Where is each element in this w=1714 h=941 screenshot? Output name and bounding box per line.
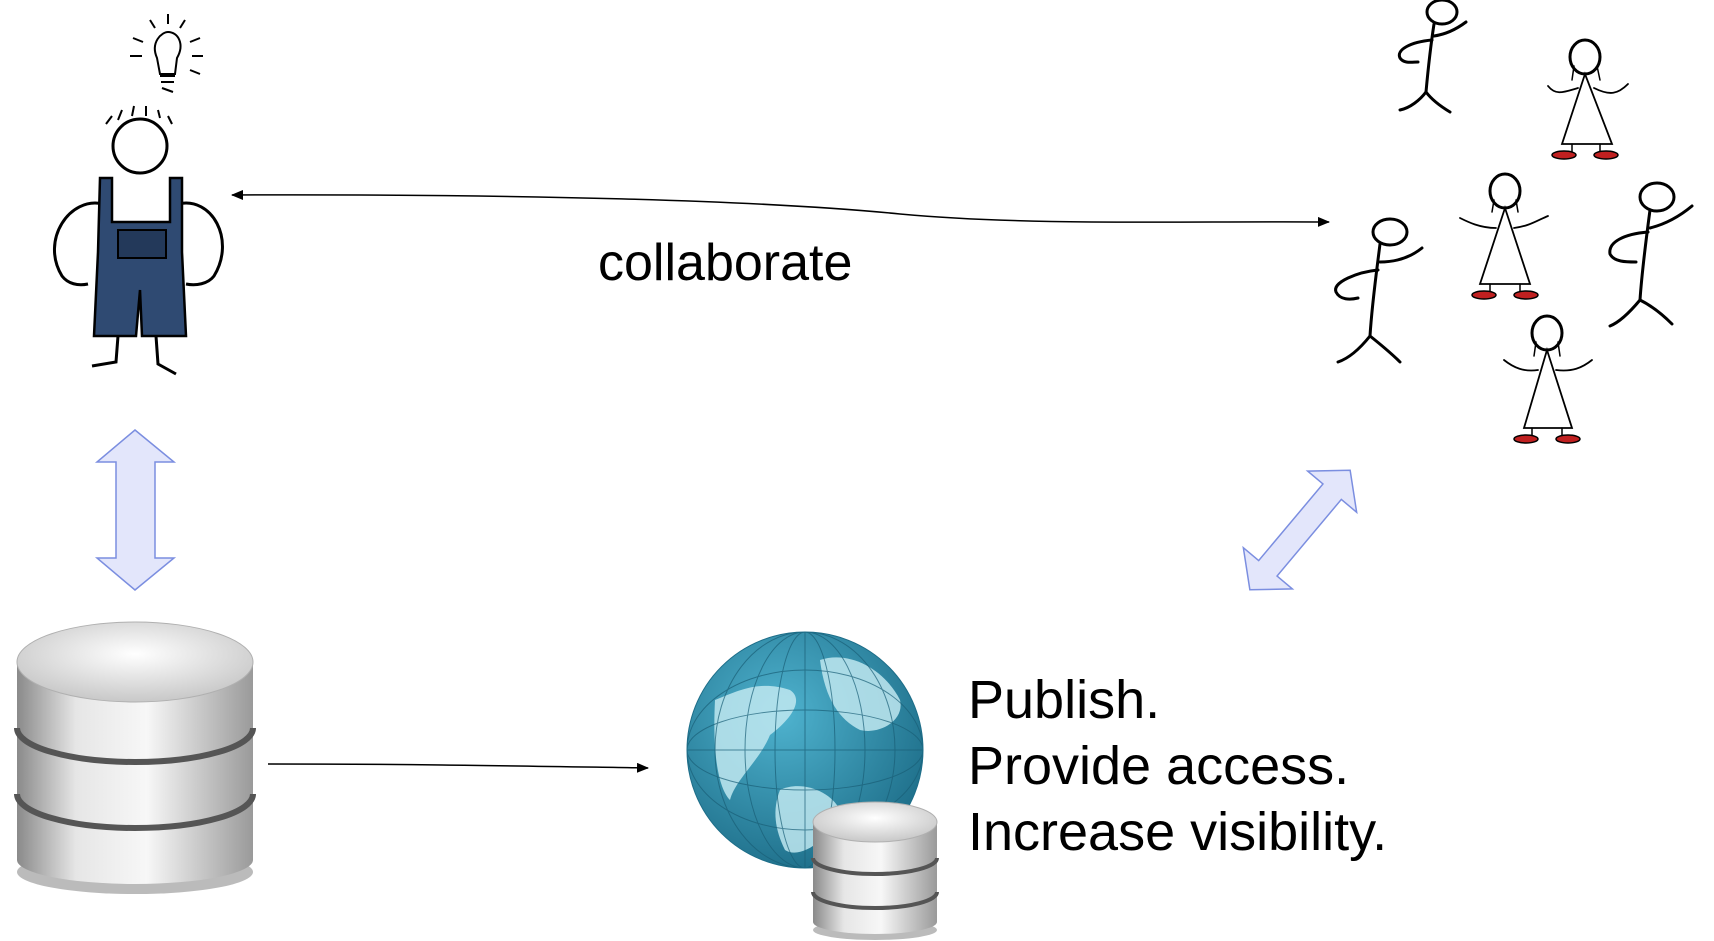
- collaborate-arrow: [231, 189, 1330, 227]
- person-icon: [1503, 314, 1593, 444]
- lightbulb-icon: [130, 14, 203, 93]
- publish-text: Publish. Provide access. Increase visibi…: [968, 670, 1387, 862]
- person-icon: [1334, 217, 1424, 364]
- publish-arrow: [267, 762, 649, 773]
- researcher-figure: [52, 14, 224, 376]
- person-icon: [1547, 38, 1629, 160]
- repository-community-double-arrow: [1242, 469, 1358, 591]
- collaborate-label: collaborate: [598, 234, 852, 292]
- person-icon: [1608, 181, 1694, 328]
- person-icon: [1397, 0, 1468, 114]
- publish-line-3: Increase visibility.: [968, 802, 1387, 862]
- researcher-database-double-arrow: [94, 429, 177, 591]
- globe-database-icon: [686, 631, 939, 940]
- publish-line-2: Provide access.: [968, 736, 1349, 796]
- publish-line-1: Publish.: [968, 670, 1160, 730]
- database-icon: [14, 621, 256, 894]
- person-icon: [1459, 172, 1549, 300]
- people-group-icon: [1334, 0, 1694, 444]
